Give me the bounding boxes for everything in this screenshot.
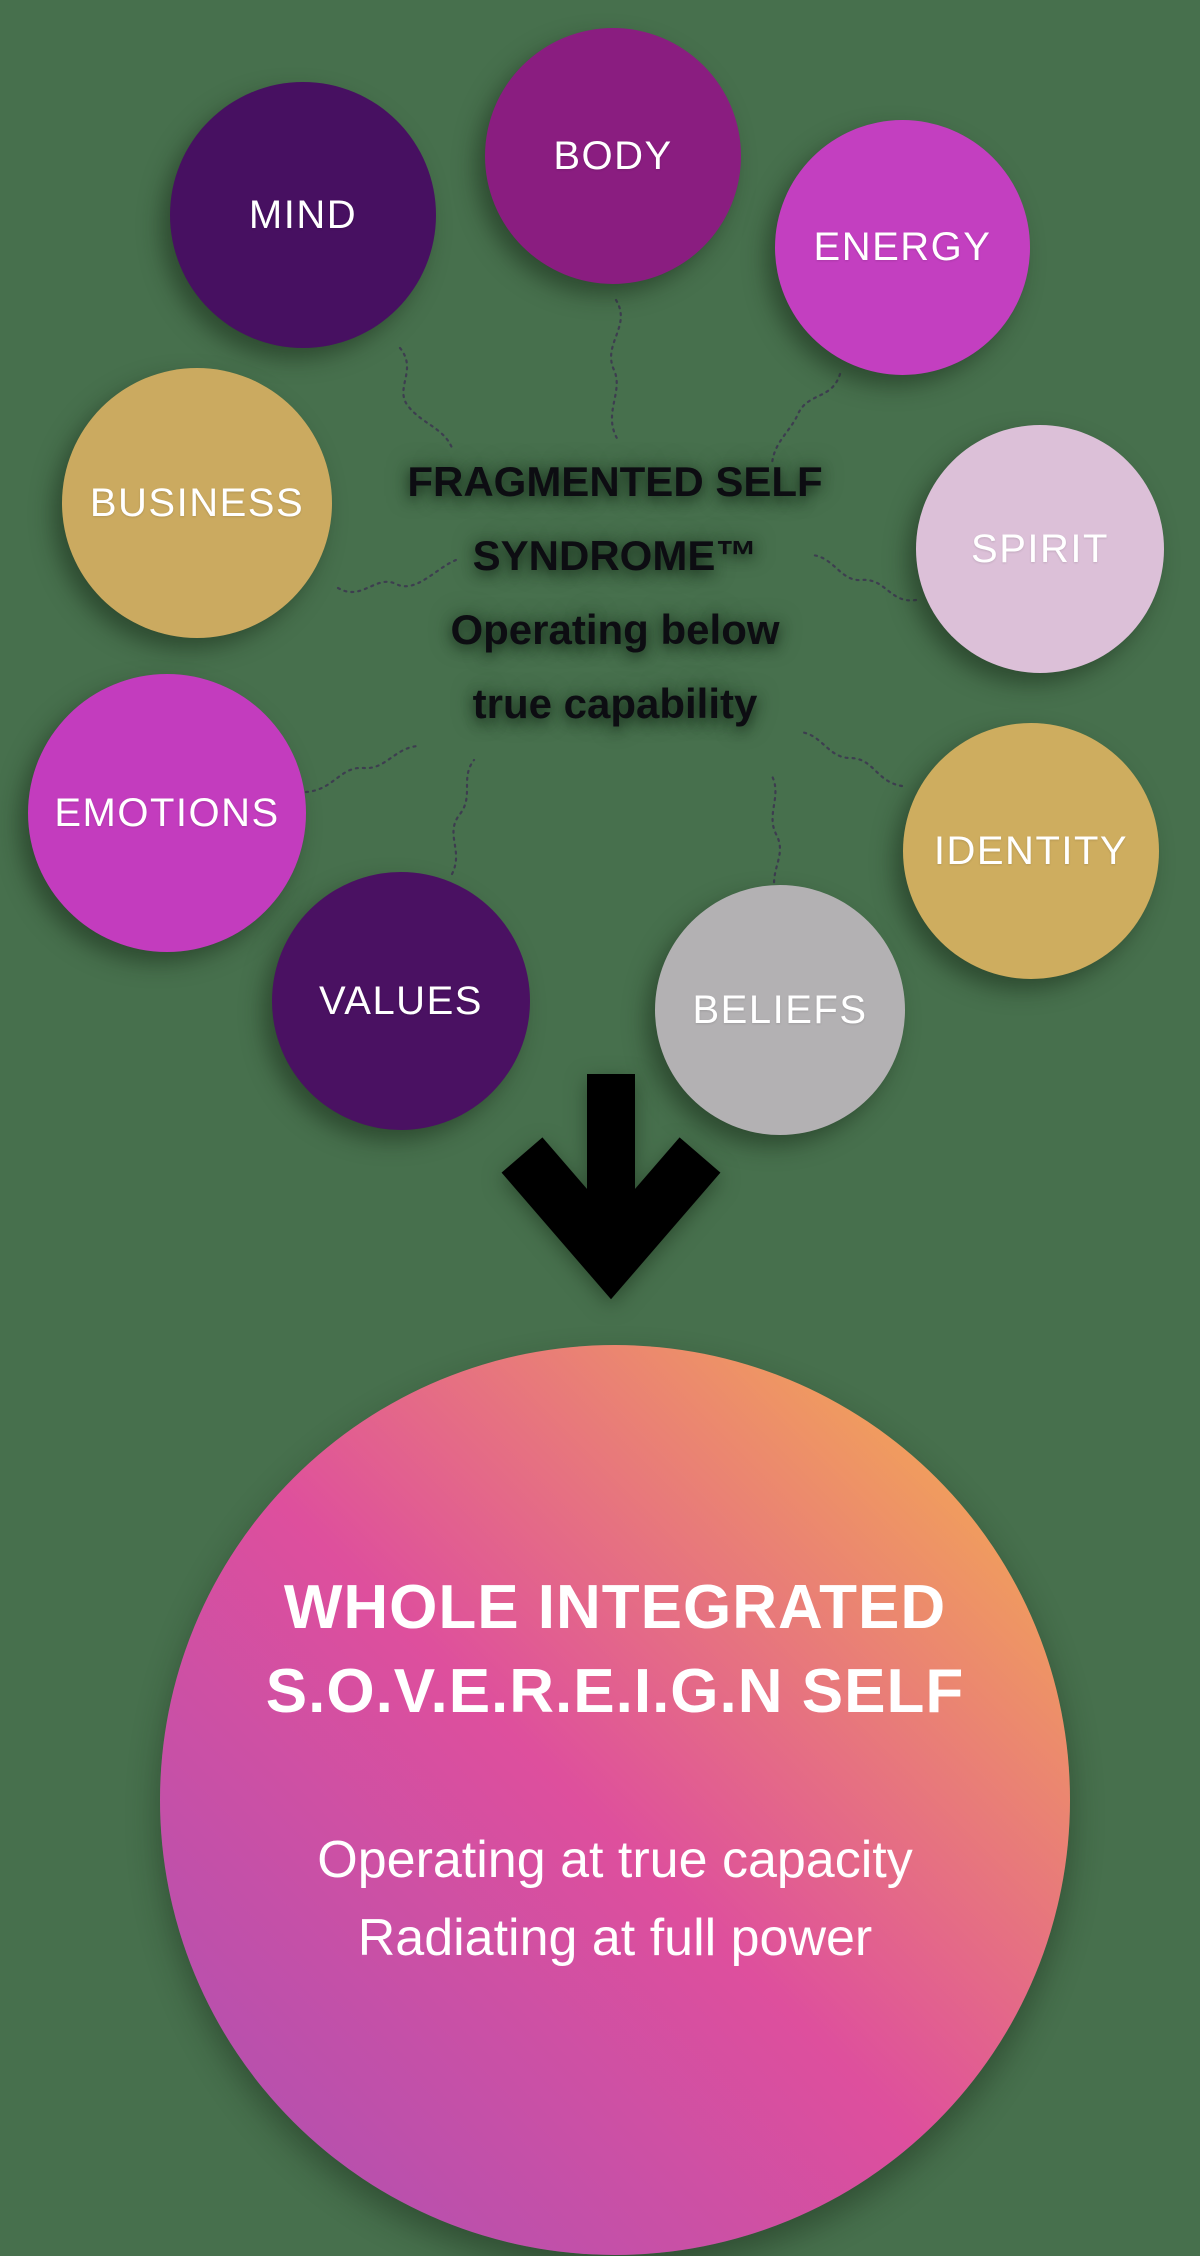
connector-squiggle-identity bbox=[798, 730, 904, 788]
center-caption-line4: true capability bbox=[472, 680, 758, 727]
node-label-identity: IDENTITY bbox=[933, 828, 1129, 873]
result-heading-line1: WHOLE INTEGRATED bbox=[283, 1573, 947, 1642]
connector-squiggle-business bbox=[336, 558, 458, 594]
connector-squiggle-values bbox=[450, 758, 476, 876]
node-circle-body: BODY bbox=[485, 28, 741, 284]
result-heading-line2: S.O.V.E.R.E.I.G.N SELF bbox=[265, 1657, 965, 1726]
node-circle-mind: MIND bbox=[170, 82, 436, 348]
node-label-spirit: SPIRIT bbox=[971, 526, 1109, 571]
node-label-emotions: EMOTIONS bbox=[54, 790, 280, 835]
node-label-mind: MIND bbox=[248, 192, 358, 237]
node-label-beliefs: BELIEFS bbox=[692, 987, 868, 1032]
node-circle-spirit: SPIRIT bbox=[916, 425, 1164, 673]
node-circle-business: BUSINESS bbox=[62, 368, 332, 638]
node-circle-energy: ENERGY bbox=[775, 120, 1030, 375]
node-label-energy: ENERGY bbox=[813, 225, 992, 269]
node-circle-identity: IDENTITY bbox=[903, 723, 1159, 979]
result-subline2: Radiating at full power bbox=[357, 1909, 873, 1967]
connector-squiggle-spirit bbox=[809, 553, 918, 602]
node-circle-emotions: EMOTIONS bbox=[28, 674, 306, 952]
result-circle: WHOLE INTEGRATED S.O.V.E.R.E.I.G.N SELF … bbox=[160, 1345, 1070, 2255]
connector-squiggle-beliefs bbox=[770, 774, 782, 898]
center-caption-line1: FRAGMENTED SELF bbox=[407, 458, 823, 505]
connector-squiggle-emotions bbox=[304, 744, 422, 794]
center-caption: FRAGMENTED SELF SYNDROME™ Operating belo… bbox=[315, 445, 915, 741]
connector-squiggle-body bbox=[610, 298, 622, 442]
node-label-values: VALUES bbox=[319, 978, 483, 1023]
node-circle-values: VALUES bbox=[272, 872, 530, 1130]
down-arrow-head bbox=[501, 1137, 721, 1300]
connector-squiggle-energy bbox=[770, 372, 842, 466]
node-circle-beliefs: BELIEFS bbox=[655, 885, 905, 1135]
node-label-business: BUSINESS bbox=[89, 480, 305, 525]
center-caption-line2: SYNDROME™ bbox=[472, 532, 758, 579]
result-subline1: Operating at true capacity bbox=[317, 1831, 913, 1889]
center-caption-line3: Operating below bbox=[450, 606, 780, 653]
node-label-body: BODY bbox=[553, 133, 673, 178]
